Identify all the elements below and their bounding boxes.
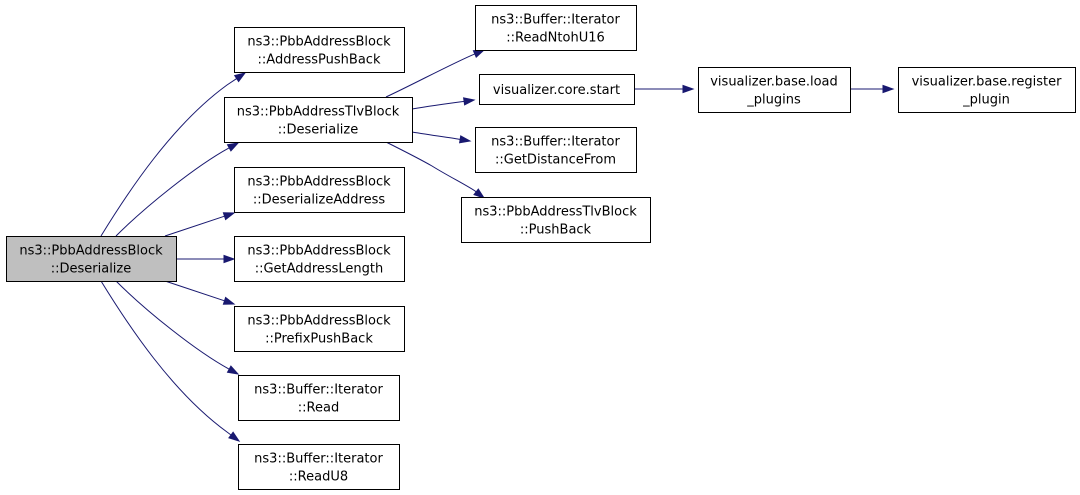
edge-line xyxy=(115,280,230,370)
node-label-line-2: ::AddressPushBack xyxy=(258,53,381,68)
node-label-line-2: ::DeserializeAddress xyxy=(253,193,386,208)
node-box xyxy=(234,167,405,213)
node-label-line-1: ns3::Buffer::Iterator xyxy=(491,13,620,28)
edge-line xyxy=(164,280,225,302)
node-tlv-deserialize[interactable]: ns3::PbbAddressTlvBlock::Deserialize xyxy=(224,97,413,143)
edge-arrowhead xyxy=(473,188,486,199)
edge-root-to-prefix-push-back xyxy=(164,280,236,305)
node-label-line-1: visualizer.base.load xyxy=(710,75,838,90)
node-label-line-2: ::GetAddressLength xyxy=(255,262,384,277)
edge-line xyxy=(100,280,234,437)
node-box xyxy=(475,5,637,51)
nodes-layer: ns3::PbbAddressBlock::Deserializens3::Pb… xyxy=(6,5,1076,490)
node-box xyxy=(234,306,405,352)
edge-root-to-iterator-read xyxy=(115,280,240,375)
node-core-start[interactable]: visualizer.core.start xyxy=(479,74,635,105)
node-get-address-length[interactable]: ns3::PbbAddressBlock::GetAddressLength xyxy=(234,236,405,282)
node-address-push-back[interactable]: ns3::PbbAddressBlock::AddressPushBack xyxy=(234,27,405,73)
node-label-line-1: ns3::PbbAddressTlvBlock xyxy=(237,105,400,120)
node-box xyxy=(234,27,405,73)
node-iterator-read-u8[interactable]: ns3::Buffer::Iterator::ReadU8 xyxy=(238,444,400,490)
node-label-line-1: ns3::Buffer::Iterator xyxy=(491,135,620,150)
node-label-line-2: ::ReadNtohU16 xyxy=(506,31,605,46)
edge-arrowhead xyxy=(682,84,695,94)
node-label-line-2: ::Deserialize xyxy=(278,123,359,138)
edge-root-to-deserialize-address xyxy=(164,212,236,237)
edge-root-to-tlv-deserialize xyxy=(115,142,240,237)
edge-line xyxy=(411,131,461,140)
node-box xyxy=(475,127,637,173)
node-label-line-1: ns3::PbbAddressBlock xyxy=(247,244,391,259)
edge-arrowhead xyxy=(233,72,247,83)
edge-tlv-deserialize-to-iterator-read-ntoh-u16 xyxy=(385,49,486,98)
node-box xyxy=(479,74,635,105)
node-label-line-2: ::Deserialize xyxy=(51,262,132,277)
edge-root-to-address-push-back xyxy=(100,72,247,237)
node-iterator-get-distance-from[interactable]: ns3::Buffer::Iterator::GetDistanceFrom xyxy=(475,127,637,173)
node-label-line-1: ns3::PbbAddressBlock xyxy=(247,35,391,50)
edge-arrowhead xyxy=(222,296,236,305)
edge-arrowhead xyxy=(223,254,236,264)
edge-line xyxy=(100,77,238,237)
node-label-line-1: ns3::Buffer::Iterator xyxy=(254,452,383,467)
edge-arrowhead xyxy=(472,49,486,58)
edge-arrowhead xyxy=(226,142,240,152)
edge-tlv-deserialize-to-core-start xyxy=(411,97,476,110)
node-label-line-1: ns3::PbbAddressTlvBlock xyxy=(474,205,637,220)
edge-root-to-iterator-read-u8 xyxy=(100,280,241,442)
node-deserialize-address[interactable]: ns3::PbbAddressBlock::DeserializeAddress xyxy=(234,167,405,213)
edge-line xyxy=(385,141,477,193)
edge-tlv-deserialize-to-tlv-push-back xyxy=(385,141,486,199)
node-label-line-1: ns3::PbbAddressBlock xyxy=(247,175,391,190)
edge-base-load-plugins-to-base-register-plugin xyxy=(850,84,895,94)
edge-line xyxy=(115,147,230,237)
edge-core-start-to-base-load-plugins xyxy=(634,84,695,94)
node-label-line-1: ns3::Buffer::Iterator xyxy=(254,383,383,398)
node-label-line-1: ns3::PbbAddressBlock xyxy=(247,314,391,329)
node-label-line-1: visualizer.core.start xyxy=(493,83,620,98)
node-box xyxy=(461,197,651,243)
edge-arrowhead xyxy=(228,431,241,442)
edge-arrowhead xyxy=(882,84,895,94)
node-base-load-plugins[interactable]: visualizer.base.load _plugins xyxy=(698,67,851,113)
node-box xyxy=(238,444,400,490)
node-box xyxy=(898,67,1076,113)
edge-line xyxy=(411,100,465,110)
node-label-line-2: _plugin xyxy=(962,93,1010,108)
node-label-line-1: visualizer.base.register xyxy=(912,75,1063,90)
edge-arrowhead xyxy=(463,97,476,106)
node-label-line-2: ::ReadU8 xyxy=(289,470,348,485)
node-prefix-push-back[interactable]: ns3::PbbAddressBlock::PrefixPushBack xyxy=(234,306,405,352)
edges-layer xyxy=(100,49,895,442)
node-box xyxy=(6,236,177,282)
node-label-line-2: _plugins xyxy=(746,93,801,108)
node-box xyxy=(224,97,413,143)
node-label-line-2: ::PushBack xyxy=(520,223,592,238)
node-iterator-read-ntoh-u16[interactable]: ns3::Buffer::Iterator::ReadNtohU16 xyxy=(475,5,637,51)
node-label-line-1: ns3::PbbAddressBlock xyxy=(19,244,163,259)
node-box xyxy=(234,236,405,282)
edge-tlv-deserialize-to-iterator-get-distance-from xyxy=(411,131,472,144)
edge-arrowhead xyxy=(222,212,236,221)
node-base-register-plugin[interactable]: visualizer.base.register _plugin xyxy=(898,67,1076,113)
node-box xyxy=(698,67,851,113)
node-tlv-push-back[interactable]: ns3::PbbAddressTlvBlock::PushBack xyxy=(461,197,651,243)
node-iterator-read[interactable]: ns3::Buffer::Iterator::Read xyxy=(238,375,400,421)
node-root: ns3::PbbAddressBlock::Deserialize xyxy=(6,236,177,282)
edge-arrowhead xyxy=(458,135,472,144)
edge-root-to-get-address-length xyxy=(176,254,236,264)
edge-line xyxy=(385,53,475,98)
node-label-line-2: ::PrefixPushBack xyxy=(265,332,373,347)
node-label-line-2: ::Read xyxy=(298,401,339,416)
node-label-line-2: ::GetDistanceFrom xyxy=(495,153,616,168)
node-box xyxy=(238,375,400,421)
edge-arrowhead xyxy=(226,365,240,375)
edge-line xyxy=(164,215,225,237)
